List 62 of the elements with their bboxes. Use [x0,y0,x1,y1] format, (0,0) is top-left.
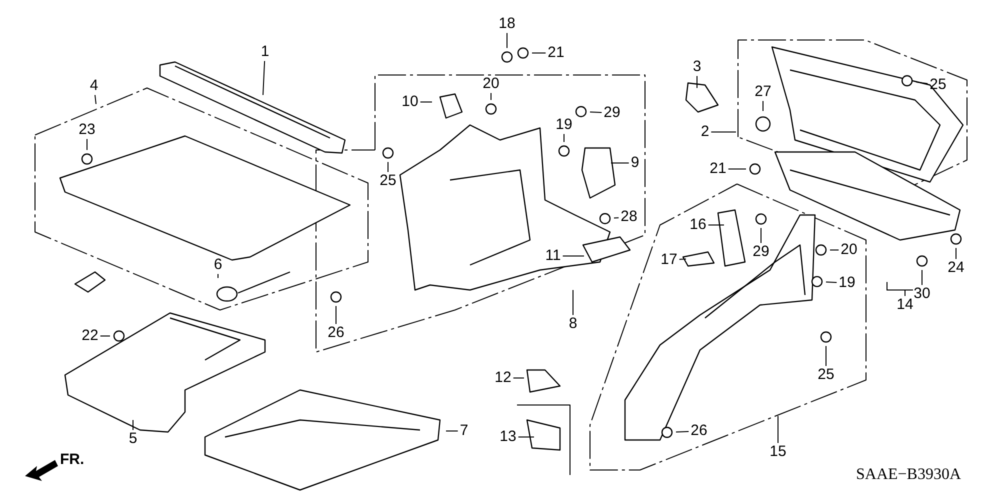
callout-number: 30 [914,286,930,302]
callout-number: 13 [500,429,516,445]
leader-line [886,282,914,296]
callout-number: 25 [380,173,396,189]
callout-number: 3 [692,59,702,75]
leader-line [446,430,458,432]
callout-number: 4 [90,78,98,94]
drawing-code: SAAE−B3930A [856,466,962,484]
callout-number: 20 [482,76,500,92]
leader-line [708,224,724,226]
leader-line [760,228,762,244]
direction-label: FR. [60,451,84,468]
callout-number: 25 [818,367,834,383]
callout-number: 29 [752,244,770,260]
callout-number: 11 [545,248,561,264]
leader-line [572,290,574,316]
leader-line [728,168,746,170]
callout-number: 1 [260,44,270,60]
leader-line [826,282,838,283]
leader-line [532,52,546,54]
callout-number: 25 [930,77,946,93]
callout-number: 10 [402,94,418,110]
leader-line [86,138,88,150]
leader-line [676,430,690,432]
callout-number: 2 [700,124,710,140]
callout-number: 23 [78,122,96,138]
callout-number: 15 [770,444,786,460]
callout-number: 12 [494,370,512,386]
leader-line [678,258,686,260]
callout-number: 17 [660,252,678,268]
callout-number: 8 [568,316,578,332]
leader-line [916,82,928,84]
leader-line [590,112,602,114]
callout-number: 26 [690,423,708,439]
leader-line [614,217,620,218]
callout-number: 19 [556,117,572,133]
leader-line [490,92,492,100]
callout-number: 14 [896,297,914,313]
callout-number: 7 [460,423,468,439]
callout-number: 27 [754,84,772,100]
callout-number: 26 [328,325,344,341]
callout-number: 5 [128,431,138,447]
callout-number: 6 [214,257,222,273]
callout-number: 22 [82,328,98,344]
leader-line [262,60,266,96]
callout-number: 19 [838,275,856,291]
leader-line [132,420,134,430]
leader-line [696,76,698,88]
leader-line [506,32,508,48]
callout-number: 21 [710,161,726,177]
leader-line [518,436,534,438]
leader-line [610,162,630,164]
callout-number: 29 [604,105,620,121]
callout-number: 21 [548,45,564,61]
callout-number: 16 [690,217,706,233]
callout-number: 9 [630,155,640,171]
leader-line [762,100,764,112]
leader-line [94,94,96,104]
callout-number: 18 [498,16,516,32]
callout-number: 28 [620,209,638,225]
callout-number: 20 [840,242,858,258]
callout-number: 24 [948,260,964,276]
